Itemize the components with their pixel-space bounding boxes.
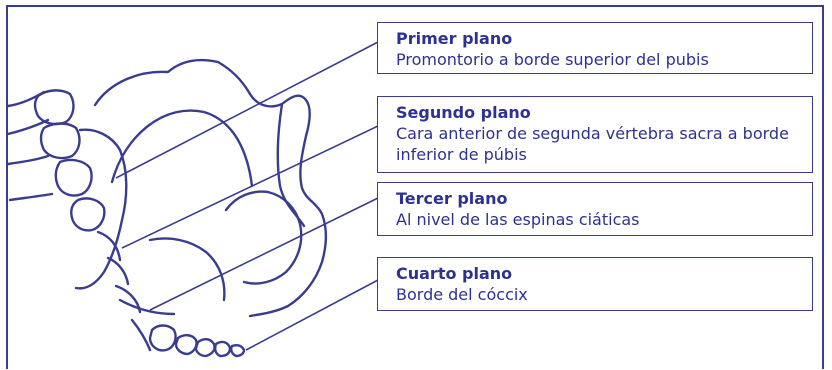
- coccyx-segment-3: [194, 338, 216, 358]
- vertebra-4: [70, 197, 106, 232]
- coccyx-segment-4: [214, 340, 232, 358]
- plane-line-3: [149, 197, 379, 311]
- ischium-contour: [118, 298, 176, 352]
- iliac-wing-outline: [93, 58, 327, 318]
- plane-1-description: Promontorio a borde superior del pubis: [396, 50, 709, 69]
- plane-label-2: Segundo plano Cara anterior de segunda v…: [377, 96, 813, 173]
- sacrum-outline: [74, 128, 128, 290]
- plane-2-description: Cara anterior de segunda vértebra sacra …: [396, 124, 789, 164]
- plane-4-title: Cuarto plano: [396, 264, 513, 283]
- plane-label-3: Tercer plano Al nivel de las espinas ciá…: [377, 182, 813, 236]
- plane-line-2: [121, 125, 379, 249]
- ilium-lower-contour: [148, 237, 226, 302]
- vertebra-1: [33, 89, 75, 126]
- pubis-outline: [276, 102, 306, 228]
- inner-pelvis-contour: [110, 109, 254, 188]
- plane-label-1: Primer plano Promontorio a borde superio…: [377, 22, 813, 74]
- plane-1-title: Primer plano: [396, 29, 513, 48]
- coccyx-segment-5: [230, 344, 246, 358]
- plane-line-4: [245, 279, 379, 351]
- figure-frame: [6, 5, 824, 369]
- coccyx-segment-2: [174, 334, 198, 356]
- plane-4-description: Borde del cóccix: [396, 285, 528, 304]
- vertebra-3: [54, 158, 93, 197]
- plane-2-title: Segundo plano: [396, 103, 531, 122]
- plane-label-4: Cuarto plano Borde del cóccix: [377, 257, 813, 311]
- acetabulum-contour: [224, 190, 303, 285]
- plane-3-title: Tercer plano: [396, 189, 508, 208]
- spine-outline: [6, 90, 54, 202]
- coccyx-segment-1: [148, 324, 177, 352]
- plane-3-description: Al nivel de las espinas ciáticas: [396, 210, 640, 229]
- vertebra-2: [39, 122, 81, 160]
- plane-line-1: [115, 41, 379, 179]
